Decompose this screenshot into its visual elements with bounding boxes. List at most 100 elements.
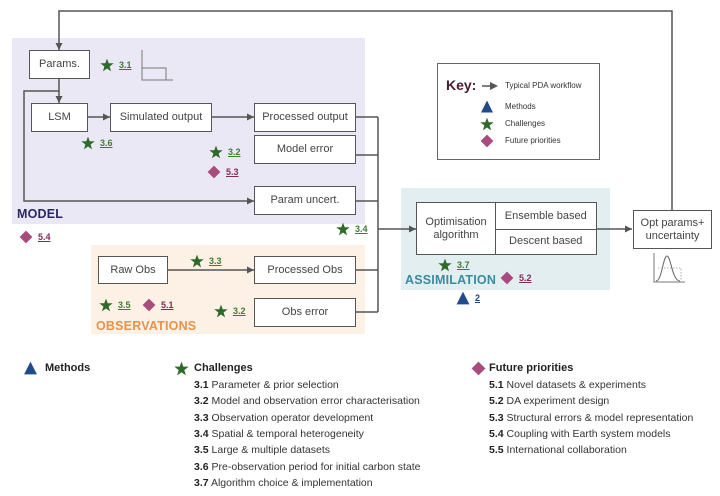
star-icon (209, 145, 223, 159)
challenge-text: Spatial & temporal heterogeneity (211, 428, 364, 440)
diamond-icon (207, 165, 221, 179)
model-region-label: MODEL (17, 207, 64, 221)
diamond-icon (19, 230, 33, 244)
priority-text: Coupling with Earth system models (506, 428, 671, 440)
diamond-icon (471, 361, 486, 376)
challenge-text: Algorithm choice & implementation (210, 477, 373, 489)
marker-priority-5-3: 5.3 (207, 165, 239, 179)
marker-challenge-3-4: 3.4 (336, 222, 368, 236)
priority-ref-link[interactable]: 5.4 (38, 232, 51, 242)
legend-future-priorities-title: Future priorities (489, 362, 574, 374)
priority-ref-link[interactable]: 5.2 (519, 273, 532, 283)
challenge-item: 3.3 Observation operator development (194, 412, 373, 424)
marker-challenge-3-1: 3.1 (100, 58, 132, 72)
star-icon (99, 298, 113, 312)
params-box: Params. (29, 50, 90, 79)
descent-based-box: Descent based (494, 228, 597, 255)
diamond-icon (480, 134, 494, 148)
assimilation-region-label: ASSIMILATION (405, 273, 497, 287)
key-challenges-label: Challenges (505, 119, 546, 128)
simulated-output-box: Simulated output (110, 103, 212, 132)
marker-priority-5-4: 5.4 (19, 230, 51, 244)
star-icon (100, 58, 114, 72)
priority-number: 5.4 (489, 428, 504, 440)
priority-text: International collaboration (506, 444, 627, 456)
marker-challenge-3-5: 3.5 (99, 298, 131, 312)
challenge-number: 3.1 (194, 379, 209, 391)
posterior-gaussian-icon (653, 253, 685, 283)
raw-obs-box: Raw Obs (98, 256, 168, 284)
challenge-item: 3.4 Spatial & temporal heterogeneity (194, 428, 364, 440)
challenge-item: 3.1 Parameter & prior selection (194, 379, 339, 391)
challenge-ref-link[interactable]: 3.6 (100, 138, 113, 148)
challenge-ref-link[interactable]: 3.2 (233, 306, 246, 316)
triangle-icon (481, 100, 493, 113)
legend-methods-title: Methods (45, 362, 91, 374)
triangle-icon (456, 291, 470, 305)
star-icon (438, 258, 452, 272)
challenge-ref-link[interactable]: 3.1 (119, 60, 132, 70)
key-title: Key: (446, 77, 477, 93)
model-error-box: Model error (254, 135, 356, 164)
diamond-icon (500, 271, 514, 285)
priority-number: 5.5 (489, 444, 504, 456)
marker-challenge-3-3: 3.3 (190, 254, 222, 268)
priority-number: 5.3 (489, 412, 504, 424)
challenge-number: 3.2 (194, 395, 209, 407)
marker-priority-5-1: 5.1 (142, 298, 174, 312)
priority-ref-link[interactable]: 5.3 (226, 167, 239, 177)
marker-challenge-3-7: 3.7 (438, 258, 470, 272)
challenge-number: 3.7 (194, 477, 209, 489)
processed-obs-box: Processed Obs (254, 256, 356, 284)
marker-method-2: 2 (456, 291, 480, 305)
priority-text: Structural errors & model representation (506, 412, 694, 424)
optimisation-algorithm-box: Optimisation algorithm (416, 202, 496, 255)
key-methods-label: Methods (505, 102, 536, 111)
obs-error-box: Obs error (254, 298, 356, 327)
key-workflow-label: Typical PDA workflow (505, 81, 582, 90)
priority-text: Novel datasets & experiments (506, 379, 647, 391)
challenge-item: 3.2 Model and observation error characte… (194, 395, 420, 407)
method-ref-link[interactable]: 2 (475, 293, 481, 303)
challenge-item: 3.5 Large & multiple datasets (194, 444, 330, 456)
challenge-text: Large & multiple datasets (211, 444, 331, 456)
priority-item: 5.1 Novel datasets & experiments (489, 379, 646, 391)
priority-item: 5.4 Coupling with Earth system models (489, 428, 671, 440)
star-icon (174, 361, 189, 376)
challenge-number: 3.5 (194, 444, 209, 456)
challenge-ref-link[interactable]: 3.5 (118, 300, 131, 310)
priority-number: 5.1 (489, 379, 504, 391)
diamond-icon (142, 298, 156, 312)
priority-ref-link[interactable]: 5.1 (161, 300, 174, 310)
priority-text: DA experiment design (506, 395, 610, 407)
star-icon (190, 254, 204, 268)
ensemble-based-box: Ensemble based (494, 202, 597, 230)
challenge-ref-link[interactable]: 3.3 (209, 256, 222, 266)
challenge-ref-link[interactable]: 3.2 (228, 147, 241, 157)
challenge-number: 3.3 (194, 412, 209, 424)
marker-challenge-3-2-model: 3.2 (209, 145, 241, 159)
priority-item: 5.3 Structural errors & model representa… (489, 412, 693, 424)
star-icon (336, 222, 350, 236)
opt-params-uncertainty-box: Opt params+ uncertainty (633, 210, 712, 249)
challenge-text: Parameter & prior selection (211, 379, 339, 391)
observations-region-label: OBSERVATIONS (96, 319, 197, 333)
star-icon (81, 136, 95, 150)
processed-output-box: Processed output (254, 103, 356, 132)
challenge-number: 3.4 (194, 428, 209, 440)
challenge-text: Model and observation error characterisa… (211, 395, 420, 407)
lsm-box: LSM (31, 103, 88, 132)
param-uncert-box: Param uncert. (254, 186, 356, 215)
legend-challenges-title: Challenges (194, 362, 253, 374)
marker-challenge-3-2-obs: 3.2 (214, 304, 246, 318)
challenge-item: 3.7 Algorithm choice & implementation (194, 477, 373, 489)
key-future-priorities-label: Future priorities (505, 136, 561, 145)
key-box: Key: Typical PDA workflow Methods Challe… (437, 63, 600, 160)
challenge-ref-link[interactable]: 3.4 (355, 224, 368, 234)
challenge-ref-link[interactable]: 3.7 (457, 260, 470, 270)
arrow-icon (482, 82, 498, 90)
priority-item: 5.2 DA experiment design (489, 395, 609, 407)
star-icon (480, 117, 494, 131)
marker-priority-5-2: 5.2 (500, 271, 532, 285)
